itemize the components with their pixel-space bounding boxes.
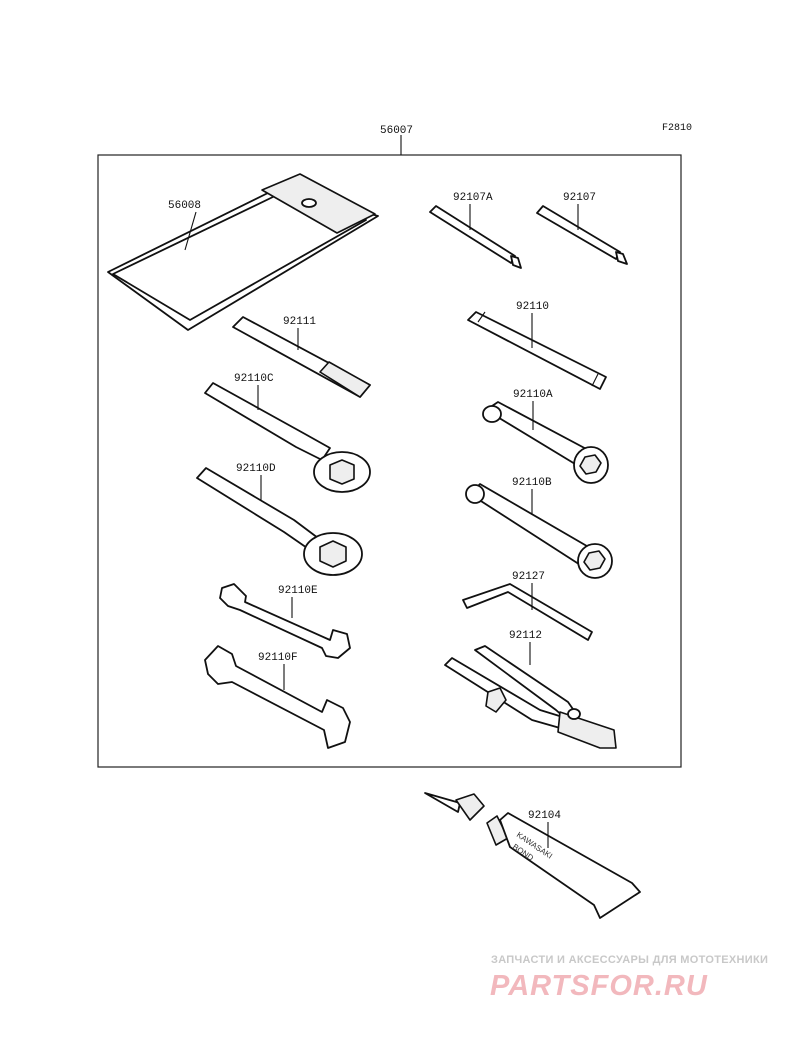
tool-pouch-illustration [107,173,379,331]
part-label-92110C: 92110C [234,373,274,385]
watermark-logo: PARTSFOR.RU [490,970,708,1002]
part-label-92110F: 92110F [258,652,298,664]
part-label-92110: 92110 [516,301,549,313]
part-label-92107: 92107 [563,192,596,204]
screwdriver-92107A-illustration [429,205,522,269]
box-wrench-92110C-illustration [204,382,371,493]
bond-tube-92104-illustration: KAWASAKI BOND [424,792,641,919]
socket-wrench-92110A-illustration [482,401,609,484]
part-label-92110B: 92110B [512,477,552,489]
assembly-box [97,154,682,768]
open-wrench-92110F-illustration [204,645,351,749]
part-label-56008: 56008 [168,200,201,212]
part-label-92111: 92111 [283,316,316,328]
part-label-92107A: 92107A [453,192,493,204]
extension-bar-92111-illustration [232,316,371,398]
hex-key-92127-illustration [462,583,593,641]
watermark-subtitle: ЗАПЧАСТИ И АКСЕССУАРЫ ДЛЯ МОТОТЕХНИКИ [491,954,768,966]
figure-code: F2810 [662,123,692,134]
part-label-56007: 56007 [380,125,413,137]
part-label-92110A: 92110A [513,389,553,401]
leader-56008 [184,211,197,251]
part-label-92104: 92104 [528,810,561,822]
part-label-92127: 92127 [512,571,545,583]
box-wrench-92110D-illustration [196,467,363,576]
part-label-92112: 92112 [509,630,542,642]
pliers-92112-illustration [444,645,617,749]
screwdriver-92107-illustration [536,205,628,265]
part-label-92110E: 92110E [278,585,318,597]
part-label-92110D: 92110D [236,463,276,475]
open-wrench-92110E-illustration [219,583,351,659]
wrench-92110-illustration [467,311,607,390]
socket-wrench-92110B-illustration [465,483,613,579]
